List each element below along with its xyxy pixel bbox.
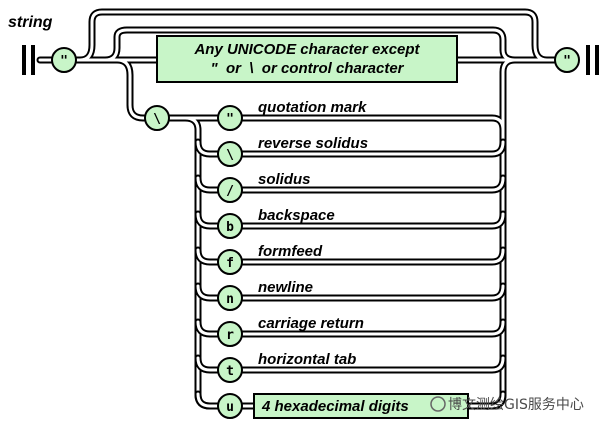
escape-option-label: backspace [258, 207, 335, 224]
unicode-character-box: Any UNICODE character except " or \ or c… [156, 35, 458, 83]
escape-option-token: r [226, 328, 234, 343]
hex-digits-label: 4 hexadecimal digits [261, 398, 409, 415]
escape-option-token: f [226, 256, 234, 271]
escape-option-label: formfeed [258, 243, 323, 260]
escape-option-token: t [226, 364, 234, 379]
escape-option-0: " quotation mark [217, 99, 367, 131]
escape-option-token: \ [226, 148, 234, 163]
escape-row-rail [196, 284, 505, 300]
escape-option-node [217, 249, 243, 275]
escape-option-token: " [226, 112, 234, 127]
escape-row-rail [196, 320, 505, 336]
unicode-box-line2: " or \ or control character [211, 60, 405, 77]
diagram-title: string [8, 14, 53, 31]
escape-backslash-token: \ [153, 112, 161, 127]
escape-option-8: u [217, 393, 243, 419]
escape-option-node [217, 141, 243, 167]
escape-option-label: carriage return [258, 315, 364, 332]
escape-option-7: t horizontal tab [217, 351, 356, 383]
escape-option-node [217, 321, 243, 347]
watermark-text: 博文测绘GIS服务中心 [448, 396, 584, 413]
escape-row-rail [196, 140, 505, 156]
escape-row-rail [196, 176, 505, 192]
escape-option-node [217, 285, 243, 311]
hex-digits-box: 4 hexadecimal digits [253, 393, 469, 419]
escape-option-token: u [226, 400, 234, 415]
escape-row-rail [194, 246, 507, 266]
close-quote-token: " [563, 54, 571, 69]
watermark: 博文测绘GIS服务中心 [430, 396, 584, 413]
escape-option-label: reverse solidus [258, 135, 368, 152]
escape-row-rail [194, 174, 507, 194]
escape-option-node [217, 213, 243, 239]
escape-option-label: newline [258, 279, 313, 296]
end-terminator [586, 45, 599, 75]
escape-option-node [217, 393, 243, 419]
escape-option-label: quotation mark [258, 99, 367, 116]
escape-option-node [217, 105, 243, 131]
escape-option-token: / [226, 184, 234, 199]
escape-row-rail [194, 210, 507, 230]
escape-option-token: n [226, 292, 234, 307]
escape-option-3: b backspace [217, 207, 335, 239]
escape-option-token: b [226, 220, 234, 235]
escape-option-label: solidus [258, 171, 311, 188]
escape-row-rail [196, 212, 505, 228]
escape-option-label: horizontal tab [258, 351, 356, 368]
watermark-logo-icon [430, 396, 446, 412]
escape-row-rail [196, 356, 505, 372]
escape-option-5: n newline [217, 279, 313, 311]
escape-branch-rails [194, 114, 507, 410]
escape-options: " quotation mark \ reverse solidus / solidus b… [217, 99, 368, 419]
escape-option-4: f formfeed [217, 243, 323, 275]
escape-row-rail [196, 248, 505, 264]
escape-backslash-node: \ [144, 105, 170, 131]
open-quote-node: " [51, 47, 77, 73]
escape-option-node [217, 357, 243, 383]
unicode-box-line1: Any UNICODE character except [193, 41, 420, 58]
escape-option-1: \ reverse solidus [217, 135, 368, 167]
escape-option-node [217, 177, 243, 203]
close-quote-node: " [554, 47, 580, 73]
escape-row-rail [194, 282, 507, 302]
open-quote-token: " [60, 54, 68, 69]
start-terminator [22, 45, 35, 75]
escape-option-2: / solidus [217, 171, 311, 203]
escape-option-6: r carriage return [217, 315, 364, 347]
